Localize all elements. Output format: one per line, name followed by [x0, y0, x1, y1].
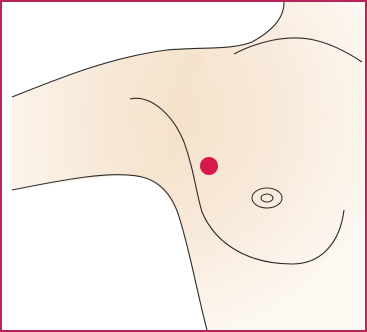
location-marker-dot — [200, 157, 218, 175]
torso-illustration — [2, 2, 365, 330]
